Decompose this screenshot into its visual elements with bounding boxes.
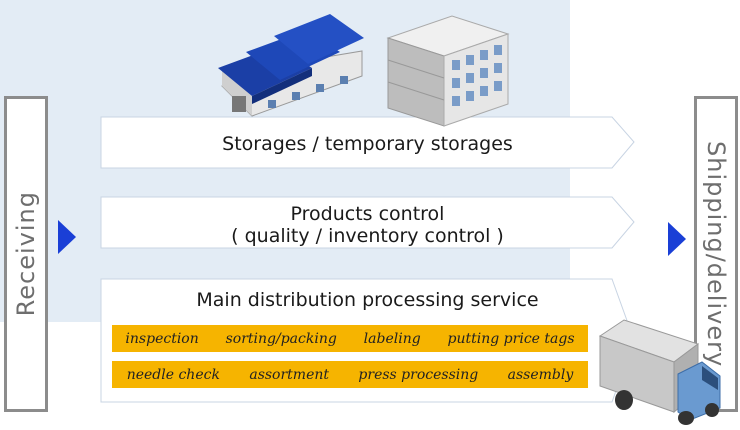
receiving-box: Receiving xyxy=(4,96,48,412)
warehouse-icon xyxy=(218,14,364,117)
products-label-1: Products control xyxy=(290,203,445,225)
truck-icon xyxy=(598,319,721,425)
shipping-box: Shipping/delivery xyxy=(694,96,738,412)
tag-sorting-packing: sorting/packing xyxy=(225,330,337,347)
tags-row-1: inspection sorting/packing labeling putt… xyxy=(112,325,588,352)
storages-chevron xyxy=(100,116,635,169)
tag-needle-check: needle check xyxy=(126,366,220,383)
products-label-2: ( quality / inventory control ) xyxy=(231,225,504,247)
products-chevron xyxy=(100,196,635,249)
office-building-icon xyxy=(386,15,510,127)
tag-assembly: assembly xyxy=(507,366,574,383)
tag-labeling: labeling xyxy=(363,330,421,347)
main-label: Main distribution processing service xyxy=(196,289,539,311)
tag-assortment: assortment xyxy=(249,366,330,383)
arrow-out-icon xyxy=(668,222,686,256)
tag-press-processing: press processing xyxy=(358,366,479,383)
arrow-in-icon xyxy=(58,220,76,254)
storages-label: Storages / temporary storages xyxy=(222,133,513,155)
shipping-label: Shipping/delivery xyxy=(702,140,730,368)
tag-price-tags: putting price tags xyxy=(447,330,575,347)
tag-inspection: inspection xyxy=(125,330,199,347)
receiving-label: Receiving xyxy=(12,191,40,317)
tags-row-2: needle check assortment press processing… xyxy=(112,361,588,388)
